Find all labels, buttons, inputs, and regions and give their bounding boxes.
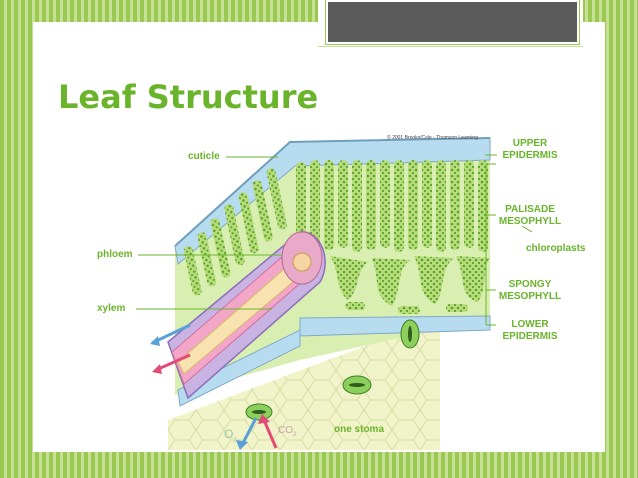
label-spongy-mesophyll: SPONGY MESOPHYLL [498,279,562,302]
gas-exchange-arrows [236,414,278,450]
label-lower-epidermis: LOWER EPIDERMIS [502,319,558,342]
title-placeholder-box [326,0,579,44]
vein-bundle [167,231,326,400]
label-xylem: xylem [97,303,126,314]
vein-flow-arrows [150,323,191,374]
label-upper-epidermis: UPPER EPIDERMIS [502,138,558,161]
label-o2: O2 [224,427,237,444]
label-cuticle: cuticle [188,151,220,162]
slide-title: Leaf Structure [58,78,319,116]
diagram-copyright: © 2001 Brooks/Cole - Thomson Learning [387,135,478,141]
lower-epidermis [299,315,491,337]
spongy-cells [330,256,490,314]
lower-surface [168,318,440,450]
label-chloroplasts: chloroplasts [526,243,586,254]
label-leader-lines [136,154,533,326]
label-phloem: phloem [97,249,133,260]
label-one-stoma: one stoma [334,424,385,435]
label-co2: CO2 [278,425,297,438]
label-palisade-mesophyll: PALISADE MESOPHYLL [498,204,562,227]
